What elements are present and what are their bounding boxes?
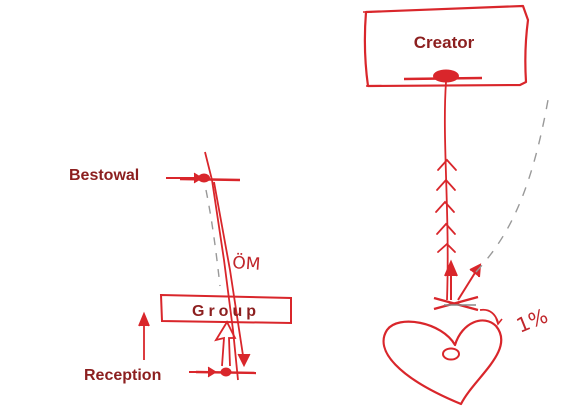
main-vertical-line xyxy=(204,151,239,381)
downward-line xyxy=(213,181,245,363)
chevron-arrows xyxy=(435,158,457,253)
group-label: Group xyxy=(192,303,260,320)
bestowal-node xyxy=(198,173,210,183)
bestowal-crossbar xyxy=(179,177,241,182)
creator-label: Creator xyxy=(414,33,475,52)
reception-node xyxy=(220,367,232,377)
dashed-guide-line-left xyxy=(205,189,221,287)
diagonal-arrow-icon xyxy=(457,263,482,301)
reception-label: Reception xyxy=(84,367,161,384)
heart-center-circle xyxy=(442,347,460,361)
om-label: ÖM xyxy=(232,251,262,275)
percent-label: 1% xyxy=(513,303,551,337)
reception-up-arrow-icon xyxy=(138,311,150,360)
upward-arrow-icon xyxy=(444,259,458,300)
bestowal-label: Bestowal xyxy=(69,167,139,184)
creator-node xyxy=(433,69,459,83)
group-box xyxy=(159,293,292,325)
arc-arrowhead-icon xyxy=(495,317,503,326)
dashed-guide-line-right xyxy=(475,99,549,273)
heart-icon xyxy=(382,319,503,406)
creator-flow-line xyxy=(443,81,449,301)
heart-crossing-marks xyxy=(433,295,479,312)
downward-arrowhead-icon xyxy=(237,353,251,368)
group-up-arrow-icon xyxy=(214,320,237,367)
creator-box xyxy=(363,4,530,88)
